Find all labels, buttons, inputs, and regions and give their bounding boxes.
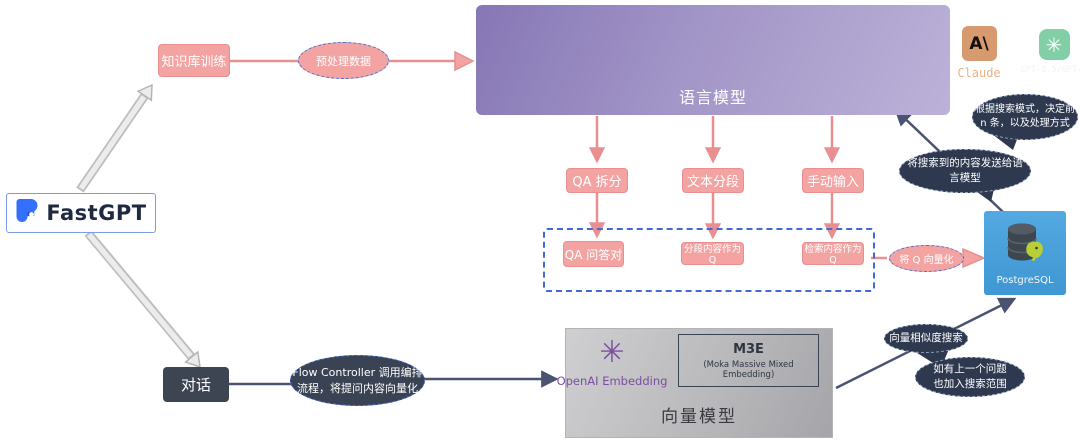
openai-embedding-icon: ✳ [599, 335, 625, 370]
arrow-fastgpt-to-kb-training [76, 83, 153, 193]
dialog-node: 对话 [163, 367, 229, 402]
bubble-search-mode: 根据搜索模式，决定前 n 条，以及处理方式 [972, 94, 1078, 140]
bubble-search-mode-line2: n 条，以及处理方式 [980, 118, 1070, 129]
openai-embedding-label: OpenAI Embedding [556, 374, 668, 388]
postgresql-node: PostgreSQL [984, 211, 1066, 295]
language-model-title: 语言模型 [678, 88, 747, 107]
m3e-node: M3E (Moka Massive Mixed Embedding) [678, 334, 819, 387]
language-model-panel: A\ Claude ✳ GPT-3.5/GPT-4 文心一言 讯飞星火 [476, 5, 1080, 115]
preprocess-ellipse: 预处理数据 [298, 42, 389, 79]
postgresql-label: PostgreSQL [996, 274, 1054, 286]
flow-controller-ellipse: Flow Controller 调用编排 流程，将提问内容向量化 [290, 355, 425, 406]
claude-label: Claude [957, 66, 1001, 80]
bubble-previous-question: 如有上一个问题 也加入搜索范围 [915, 357, 1025, 397]
vector-model-panel: 向量模型 [565, 328, 833, 438]
bubble-send-to-lm-line2: 言模型 [949, 172, 981, 184]
flow-controller-line1: Flow Controller 调用编排 [292, 365, 423, 379]
fastgpt-label: FastGPT [46, 201, 147, 225]
bubble-similarity-search: 向量相似度搜索 [884, 324, 968, 353]
provider-claude: A\ Claude [955, 26, 1003, 80]
search-as-q-node: 检索内容作为 Q [802, 242, 864, 266]
arrowhead-preprocess-to-lm [454, 50, 475, 72]
bubble-send-to-lm-line1: 将搜索到的内容发送给语 [907, 157, 1023, 170]
postgresql-database-icon [1002, 221, 1048, 273]
provider-openai: ✳ GPT-3.5/GPT-4 [1019, 29, 1080, 75]
qa-split-node: QA 拆分 [566, 168, 628, 193]
segment-as-q-node: 分段内容作为 Q [681, 242, 744, 266]
vector-model-title: 向量模型 [661, 407, 737, 427]
arrow-fastgpt-to-dialog [84, 230, 201, 369]
flow-controller-line2: 流程，将提问内容向量化 [297, 381, 418, 395]
m3e-title: M3E [733, 341, 764, 357]
m3e-subtitle: (Moka Massive Mixed Embedding) [703, 359, 794, 380]
claude-icon: A\ [961, 26, 997, 61]
openai-label: GPT-3.5/GPT-4 [1020, 65, 1080, 75]
manual-input-node: 手动输入 [802, 168, 864, 193]
text-segment-node: 文本分段 [682, 168, 744, 193]
qa-pairs-node: QA 问答对 [563, 241, 624, 267]
bubble-previous-question-line2: 也加入搜索范围 [933, 378, 1007, 390]
kb-training-node: 知识库训练 [158, 44, 230, 77]
vectorize-ellipse: 将 Q 向量化 [889, 245, 964, 272]
bubble-previous-question-line1: 如有上一个问题 [933, 363, 1007, 376]
fastgpt-logo-icon [15, 198, 39, 228]
bubble-search-mode-line1: 根据搜索模式，决定前 [975, 104, 1075, 115]
fastgpt-node: FastGPT [6, 193, 156, 233]
openai-embedding-item: ✳ OpenAI Embedding [557, 335, 668, 389]
arrowhead-vectorize-to-postgres [962, 247, 986, 269]
openai-icon: ✳ [1038, 29, 1070, 60]
bubble-send-to-lm: 将搜索到的内容发送给语 言模型 [899, 149, 1031, 193]
